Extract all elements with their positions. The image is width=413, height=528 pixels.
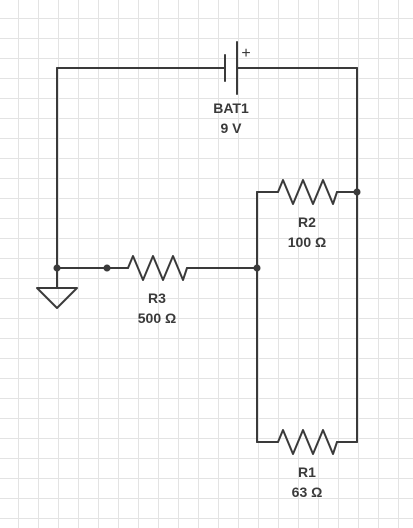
ground-triangle [36, 287, 78, 309]
resistor-r1[interactable]: R1 63 Ω [256, 429, 358, 500]
r2-name-label: R2 [298, 214, 316, 230]
junction-r2-right [353, 188, 361, 196]
battery-bat1[interactable]: + BAT1 9 V [56, 41, 358, 136]
r3-name-label: R3 [148, 290, 166, 306]
r3-zigzag [127, 255, 188, 281]
junction-r3-right [253, 264, 261, 272]
junction-ground-node [53, 264, 61, 272]
r1-name-label: R1 [298, 464, 316, 480]
r2-value-label: 100 Ω [288, 234, 326, 250]
resistor-r2[interactable]: R2 100 Ω [256, 179, 358, 250]
battery-polarity-label: + [241, 45, 250, 62]
r2-zigzag [277, 179, 338, 205]
ground-symbol[interactable] [36, 267, 78, 309]
resistor-r3[interactable]: R3 500 Ω [56, 255, 258, 326]
r3-value-label: 500 Ω [138, 310, 176, 326]
r1-value-label: 63 Ω [292, 484, 323, 500]
battery-value-label: 9 V [220, 120, 242, 136]
battery-name-label: BAT1 [213, 100, 249, 116]
junction-r3-left [103, 264, 111, 272]
r1-zigzag [277, 429, 338, 455]
